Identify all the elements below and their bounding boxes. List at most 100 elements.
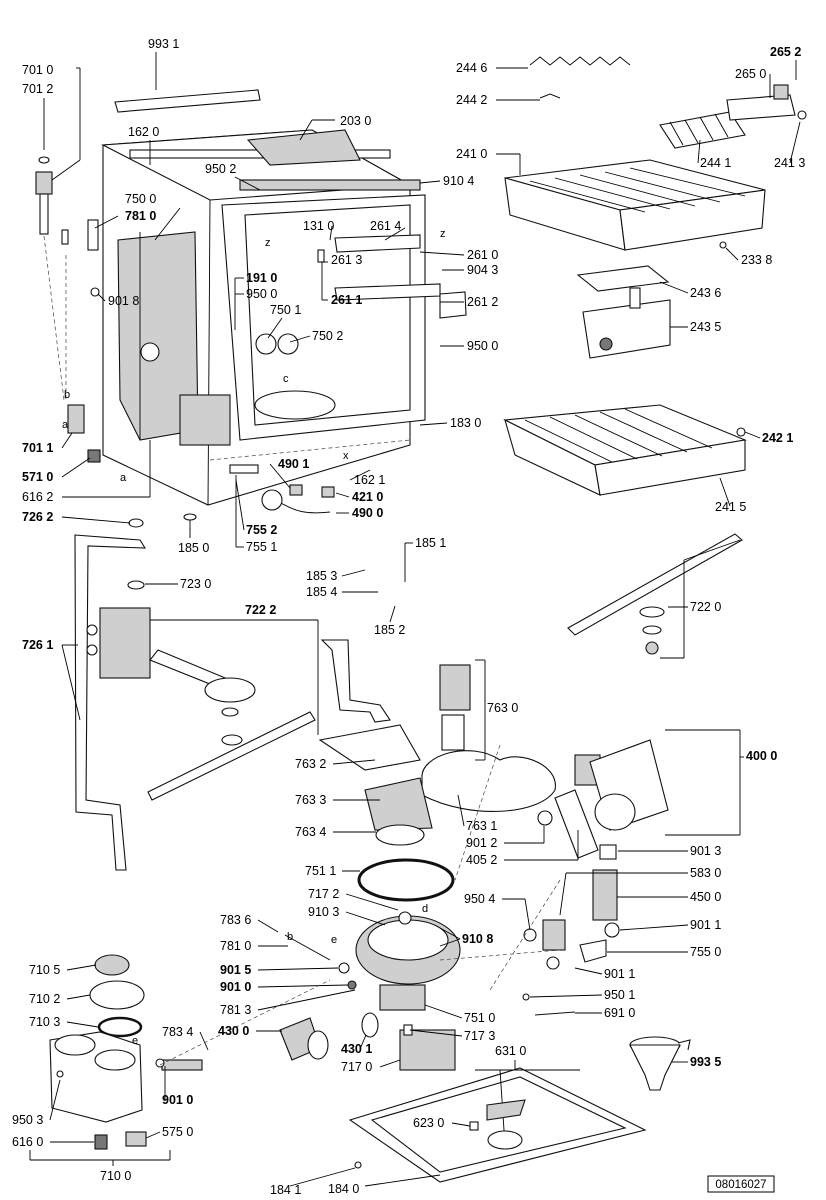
part-label: 203 0 bbox=[340, 114, 371, 128]
part-label: 631 0 bbox=[495, 1044, 526, 1058]
part-label: 575 0 bbox=[162, 1125, 193, 1139]
part-label: 950 2 bbox=[205, 162, 236, 176]
part-label: 783 6 bbox=[220, 913, 251, 927]
part-label: 421 0 bbox=[352, 490, 383, 504]
part-label: 185 2 bbox=[374, 623, 405, 637]
part-label: 261 3 bbox=[331, 253, 362, 267]
part-label: 781 3 bbox=[220, 1003, 251, 1017]
part-label: 717 2 bbox=[308, 887, 339, 901]
reference-letter: a bbox=[120, 472, 127, 484]
reference-letter: d bbox=[422, 903, 428, 915]
part-label: 901 0 bbox=[162, 1093, 193, 1107]
part-label: 750 2 bbox=[312, 329, 343, 343]
part-label: 755 1 bbox=[246, 540, 277, 554]
part-label: 701 2 bbox=[22, 82, 53, 96]
water-softener bbox=[49, 954, 203, 1150]
lower-spray-arm bbox=[147, 649, 316, 801]
part-label: 191 0 bbox=[246, 271, 277, 285]
part-label: 241 3 bbox=[774, 156, 805, 170]
part-label: 910 3 bbox=[308, 905, 339, 919]
spray-pipe-left bbox=[74, 518, 151, 871]
part-label: 993 1 bbox=[148, 37, 179, 51]
part-label: 405 2 bbox=[466, 853, 497, 867]
part-label: 241 0 bbox=[456, 147, 487, 161]
part-label: 242 1 bbox=[762, 431, 793, 445]
reference-letter: x bbox=[343, 450, 349, 462]
part-label: 950 1 bbox=[604, 988, 635, 1002]
part-label: 233 8 bbox=[741, 253, 772, 267]
part-label: 571 0 bbox=[22, 470, 53, 484]
part-label: 710 0 bbox=[100, 1169, 131, 1183]
document-number-box: 08016027 bbox=[707, 1175, 775, 1193]
part-label: 755 0 bbox=[690, 945, 721, 959]
part-label: 265 0 bbox=[735, 67, 766, 81]
part-label: 241 5 bbox=[715, 500, 746, 514]
part-label: 901 2 bbox=[466, 836, 497, 850]
part-label: 901 0 bbox=[220, 980, 251, 994]
top-strip bbox=[114, 89, 261, 113]
part-label: 783 4 bbox=[162, 1025, 193, 1039]
part-label: 261 1 bbox=[331, 293, 362, 307]
part-label: 751 0 bbox=[464, 1011, 495, 1025]
part-label: 763 3 bbox=[295, 793, 326, 807]
aqua-stop-valve bbox=[35, 156, 101, 463]
part-label: 185 0 bbox=[178, 541, 209, 555]
part-label: 184 1 bbox=[270, 1183, 301, 1197]
part-label: 710 2 bbox=[29, 992, 60, 1006]
part-label: 243 6 bbox=[690, 286, 721, 300]
reference-letter: z bbox=[265, 237, 271, 249]
part-label: 901 1 bbox=[604, 967, 635, 981]
part-label: 901 5 bbox=[220, 963, 251, 977]
part-label: 950 0 bbox=[246, 287, 277, 301]
part-label: 701 1 bbox=[22, 441, 53, 455]
base-frame bbox=[348, 1067, 647, 1183]
part-label: 131 0 bbox=[303, 219, 334, 233]
part-label: 583 0 bbox=[690, 866, 721, 880]
part-label: 450 0 bbox=[690, 890, 721, 904]
part-label: 722 2 bbox=[245, 603, 276, 617]
part-label: 623 0 bbox=[413, 1116, 444, 1130]
part-label: 261 4 bbox=[370, 219, 401, 233]
part-label: 723 0 bbox=[180, 577, 211, 591]
reference-letter: b bbox=[64, 389, 70, 401]
upper-basket bbox=[504, 56, 807, 359]
part-label: 722 0 bbox=[690, 600, 721, 614]
part-label: 185 4 bbox=[306, 585, 337, 599]
reference-letter: z bbox=[440, 228, 446, 240]
part-label: 950 0 bbox=[467, 339, 498, 353]
part-label: 750 1 bbox=[270, 303, 301, 317]
part-label: 910 8 bbox=[462, 932, 493, 946]
part-label: 910 4 bbox=[443, 174, 474, 188]
part-label: 490 1 bbox=[278, 457, 309, 471]
tub-cabinet bbox=[101, 129, 467, 530]
part-label: 763 4 bbox=[295, 825, 326, 839]
reference-letter: e bbox=[331, 934, 337, 946]
part-label: 243 5 bbox=[690, 320, 721, 334]
leader-lines bbox=[29, 52, 801, 1187]
part-label: 244 2 bbox=[456, 93, 487, 107]
part-label: 750 0 bbox=[125, 192, 156, 206]
part-label: 616 0 bbox=[12, 1135, 43, 1149]
part-label: 904 3 bbox=[467, 263, 498, 277]
part-label: 710 5 bbox=[29, 963, 60, 977]
part-label: 162 1 bbox=[354, 473, 385, 487]
sump-assembly bbox=[279, 639, 556, 1071]
document-number: 08016027 bbox=[715, 1179, 766, 1191]
part-label: 261 2 bbox=[467, 295, 498, 309]
part-label: 901 1 bbox=[690, 918, 721, 932]
part-label: 244 1 bbox=[700, 156, 731, 170]
part-label: 726 1 bbox=[22, 638, 53, 652]
reference-letter: b bbox=[287, 931, 293, 943]
lower-basket bbox=[503, 404, 747, 496]
part-label: 717 0 bbox=[341, 1060, 372, 1074]
part-label: 717 3 bbox=[464, 1029, 495, 1043]
part-label: 244 6 bbox=[456, 61, 487, 75]
part-label: 751 1 bbox=[305, 864, 336, 878]
part-label: 950 4 bbox=[464, 892, 495, 906]
part-label: 691 0 bbox=[604, 1006, 635, 1020]
part-label: 710 3 bbox=[29, 1015, 60, 1029]
part-label: 400 0 bbox=[746, 749, 777, 763]
